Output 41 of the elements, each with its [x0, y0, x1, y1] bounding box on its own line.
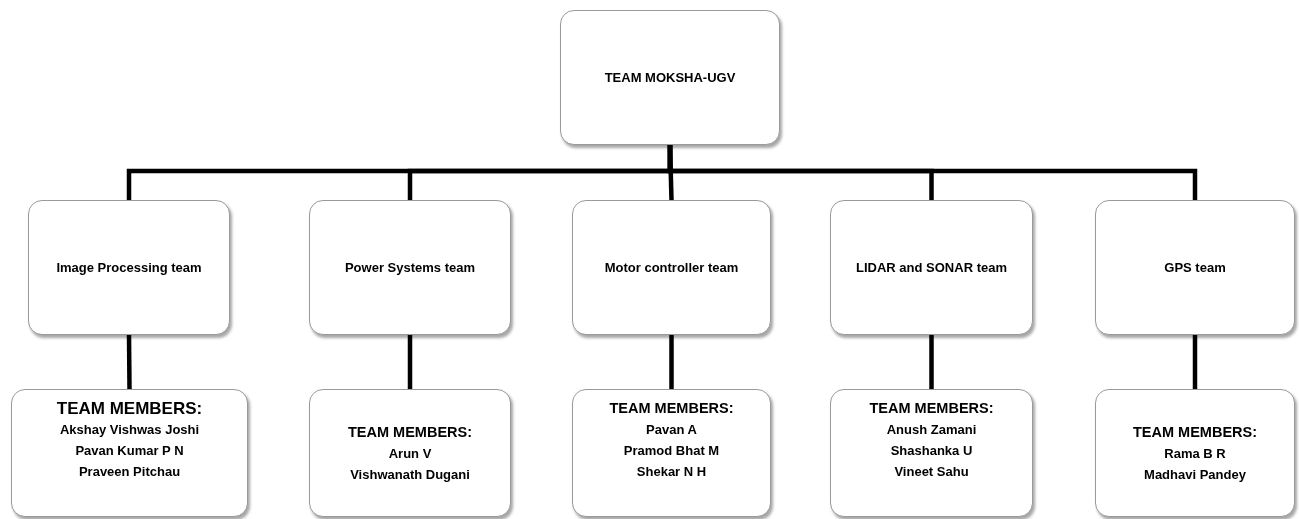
members-box: [11, 389, 248, 517]
members-heading: TEAM MEMBERS:: [609, 400, 734, 417]
connector-line: [407, 335, 413, 389]
member-name: Arun V: [388, 444, 432, 462]
member-name: Pavan A: [646, 421, 697, 438]
member-name: Madhavi Pandey: [1144, 465, 1246, 483]
members-heading: TEAM MEMBERS:: [869, 400, 994, 417]
member-name: Anush Zamani: [886, 421, 977, 438]
connector-line: [929, 335, 934, 389]
connector-line: [669, 335, 674, 389]
team-box: [28, 200, 230, 335]
team-name: Image Processing team: [56, 259, 202, 276]
member-name: Rama B R: [1164, 444, 1226, 462]
members-box: [572, 389, 771, 517]
connector-line: [1192, 335, 1198, 389]
connector-line: [126, 334, 132, 390]
members-heading: TEAM MEMBERS:: [347, 423, 473, 441]
members-box: [1095, 389, 1295, 517]
connector-line: [667, 145, 1198, 200]
member-name: Praveen Pitchau: [78, 463, 181, 480]
team-name: GPS team: [1164, 259, 1226, 276]
members-box: [309, 389, 511, 517]
member-name: Shekar N H: [636, 463, 707, 480]
member-name: Pramod Bhat M: [623, 442, 720, 459]
team-box: [830, 200, 1033, 335]
root-title: TEAM MOKSHA-UGV: [604, 69, 736, 86]
team-name: LIDAR and SONAR team: [856, 259, 1007, 276]
team-box: [309, 200, 511, 335]
team-name: Motor controller team: [604, 259, 739, 276]
members-heading: TEAM MEMBERS:: [56, 400, 203, 417]
team-box: [572, 200, 771, 335]
members-heading: TEAM MEMBERS:: [1132, 423, 1258, 441]
member-name: Pavan Kumar P N: [75, 442, 184, 459]
member-name: Vishwanath Dugani: [350, 465, 470, 483]
team-name: Power Systems team: [344, 259, 476, 276]
member-name: Akshay Vishwas Joshi: [59, 421, 200, 438]
member-name: Vineet Sahu: [894, 463, 969, 480]
member-name: Shashanka U: [890, 442, 973, 459]
members-box: [830, 389, 1033, 517]
team-box: [1095, 200, 1295, 335]
root-box: [560, 10, 780, 145]
